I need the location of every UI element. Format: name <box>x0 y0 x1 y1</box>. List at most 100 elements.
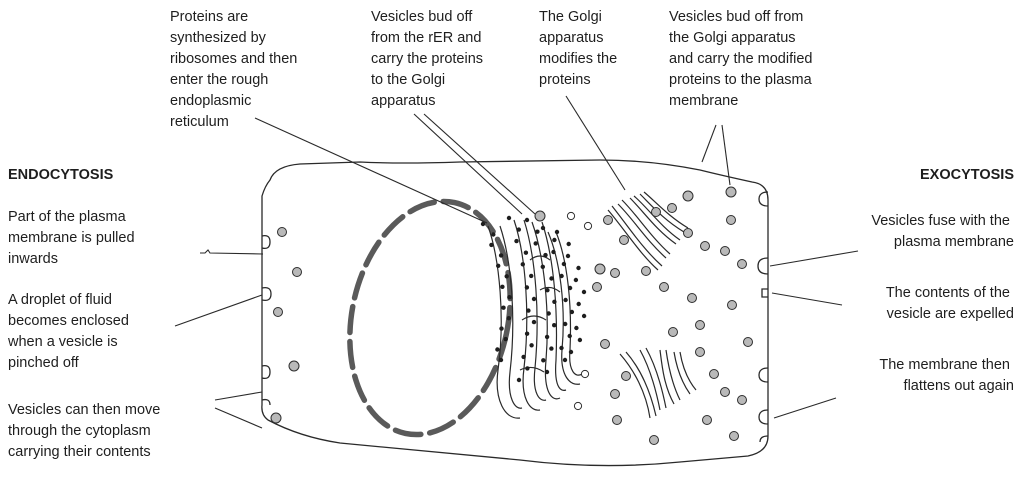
ribosome <box>552 323 556 327</box>
leader-lines <box>175 96 858 428</box>
vesicle <box>595 264 605 274</box>
ribosome <box>521 262 525 266</box>
ribosome <box>563 322 567 326</box>
ribosome <box>521 355 525 359</box>
ribosome <box>567 242 571 246</box>
vesicle <box>728 301 737 310</box>
vesicle <box>701 242 710 251</box>
ribosome <box>525 218 529 222</box>
membrane-bulge-2 <box>758 258 768 274</box>
ribosome <box>529 274 533 278</box>
ribosome <box>566 254 570 258</box>
ribosome <box>563 298 567 302</box>
ribosome <box>547 311 551 315</box>
ribosome <box>535 230 539 234</box>
leader-membrane-pulled <box>200 250 263 254</box>
leader-ribosomes <box>255 118 487 223</box>
ribosome <box>552 238 556 242</box>
vesicle <box>289 361 299 371</box>
vesicle <box>668 204 677 213</box>
label-membrane-pulled: Part of the plasma membrane is pulled in… <box>8 209 139 267</box>
ribosome <box>524 251 528 255</box>
membrane-bulge-1 <box>759 192 768 206</box>
ribosome <box>562 262 566 266</box>
ribosome <box>549 276 553 280</box>
membrane-indent-4 <box>262 400 270 405</box>
label-golgi: The Golgi apparatus modifies the protein… <box>539 9 621 88</box>
label-vesicles-move: Vesicles can then move through the cytop… <box>8 402 164 460</box>
vesicle <box>684 229 693 238</box>
ribosome <box>489 243 493 247</box>
endocytosis-heading: ENDOCYTOSIS <box>8 167 114 183</box>
membrane-bulge-4 <box>759 410 768 424</box>
ribosome <box>507 295 511 299</box>
ribosome <box>507 216 511 220</box>
label-contents-expelled: The contents of the vesicle are expelled <box>886 285 1014 322</box>
vesicle <box>593 283 602 292</box>
endocytosis-indentations <box>262 236 271 405</box>
ribosome <box>517 227 521 231</box>
ribosome <box>525 366 529 370</box>
membrane-indent-3 <box>262 366 270 379</box>
ribosome <box>507 316 511 320</box>
ribosome <box>525 332 529 336</box>
ribosome <box>532 320 536 324</box>
vesicle <box>703 416 712 425</box>
transport-vesicle <box>584 222 591 229</box>
golgi-apparatus-upper <box>608 192 688 270</box>
ribosome <box>541 226 545 230</box>
vesicle <box>271 413 281 423</box>
vesicle <box>604 216 613 225</box>
leader-vesicles-move-b <box>215 408 262 428</box>
ribosome <box>532 297 536 301</box>
vesicle <box>726 187 736 197</box>
ribosome <box>534 241 538 245</box>
vesicle <box>744 338 753 347</box>
vesicle <box>535 211 545 221</box>
vesicle <box>611 390 620 399</box>
golgi-apparatus-lower <box>620 348 696 418</box>
ribosome <box>525 285 529 289</box>
ribosome <box>577 302 581 306</box>
vesicle <box>738 396 747 405</box>
ribosome <box>514 239 518 243</box>
vesicle <box>274 308 283 317</box>
vesicle <box>642 267 651 276</box>
vesicle <box>688 294 697 303</box>
leader-vesicles-fuse <box>770 251 858 266</box>
ribosome <box>529 343 533 347</box>
vesicle <box>696 321 705 330</box>
ribosome <box>505 274 509 278</box>
vesicle <box>613 416 622 425</box>
label-membrane-flattens: The membrane then flattens out again <box>879 357 1014 394</box>
membrane-bulge-3 <box>759 368 768 382</box>
vesicle <box>683 191 693 201</box>
ribosome <box>569 350 573 354</box>
ribosome <box>559 274 563 278</box>
label-ribosomes-rer: Proteins are synthesized by ribosomes an… <box>170 9 301 130</box>
leader-droplet-enclosed <box>175 295 262 326</box>
ribosome <box>543 253 547 257</box>
label-vesicles-fuse: Vesicles fuse with the plasma membrane <box>871 213 1014 250</box>
vesicle <box>730 432 739 441</box>
label-rer-vesicles: Vesicles bud off from the rER and carry … <box>371 9 487 109</box>
ribosome <box>582 314 586 318</box>
vesicle <box>620 236 629 245</box>
ribosome <box>499 326 503 330</box>
ribosome <box>574 278 578 282</box>
leader-rer-vesicles-b <box>424 114 535 214</box>
ribosome <box>582 290 586 294</box>
leader-membrane-flattens <box>774 398 836 418</box>
ribosome <box>541 265 545 269</box>
leader-rer-vesicles-a <box>414 114 522 214</box>
leader-contents-expelled <box>772 293 842 305</box>
ribosome <box>559 346 563 350</box>
exocytosis-heading: EXOCYTOSIS <box>920 167 1014 183</box>
ribosome <box>555 230 559 234</box>
vesicle <box>721 247 730 256</box>
vesicle <box>652 208 661 217</box>
vesicle <box>727 216 736 225</box>
leader-golgi <box>566 96 625 190</box>
ribosome <box>541 358 545 362</box>
ribosome <box>545 335 549 339</box>
